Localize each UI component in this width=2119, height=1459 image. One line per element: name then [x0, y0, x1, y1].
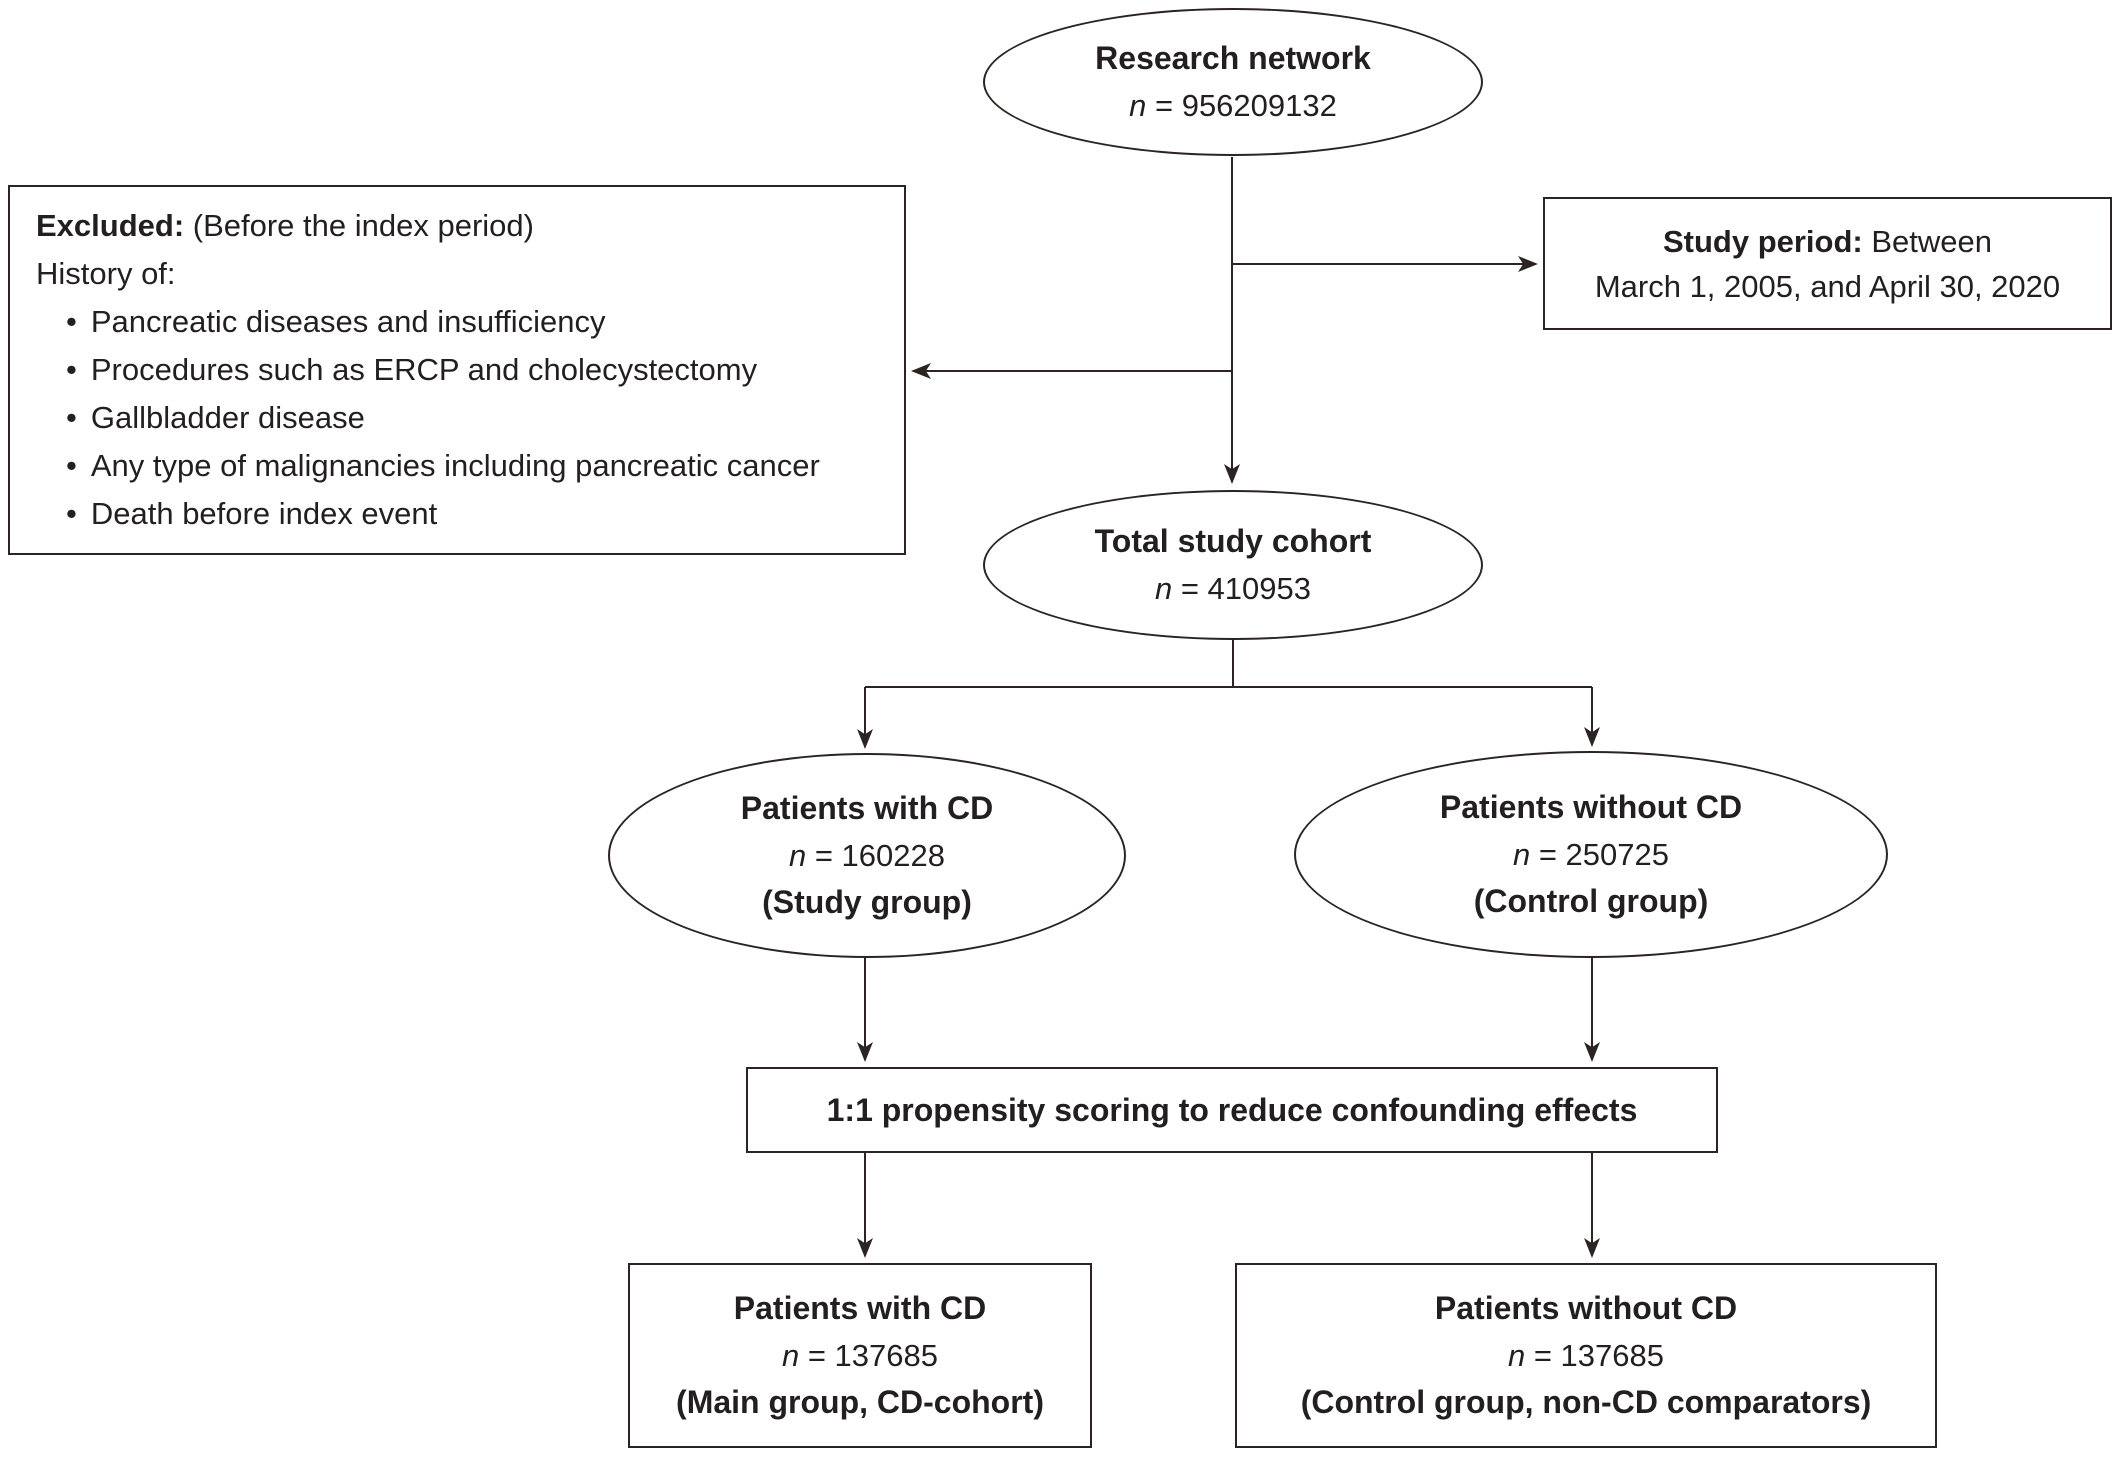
n-value: = 956209132: [1154, 88, 1337, 123]
study-period-label: Study period:: [1662, 223, 1863, 259]
n-symbol: n: [1507, 1338, 1526, 1373]
total-cohort-count: n = 410953: [1155, 565, 1311, 612]
node-research-network: Research network n = 956209132: [983, 8, 1483, 156]
excluded-item-text: Gallbladder disease: [90, 400, 365, 435]
excluded-item-text: Pancreatic diseases and insufficiency: [90, 304, 606, 339]
node-final-with-cd: Patients with CD n = 137685 (Main group,…: [628, 1263, 1092, 1448]
n-symbol: n: [1129, 88, 1147, 123]
node-patients-without-cd: Patients without CD n = 250725 (Control …: [1294, 751, 1888, 958]
n-value: = 137685: [1533, 1338, 1665, 1373]
n-symbol: n: [1154, 571, 1173, 606]
excluded-heading: Excluded: (Before the index period): [36, 202, 534, 250]
final-with-cd-subtitle: (Main group, CD-cohort): [676, 1384, 1044, 1420]
propensity-label: 1:1 propensity scoring to reduce confoun…: [826, 1091, 1638, 1128]
bullet-icon: •: [66, 352, 77, 387]
excluded-item: • Death before index event: [36, 490, 437, 538]
connector-cohort-split-bar: [865, 640, 1592, 688]
n-value: = 160228: [814, 838, 946, 873]
total-cohort-title: Total study cohort: [1094, 523, 1372, 559]
research-network-title: Research network: [1095, 40, 1371, 76]
bullet-icon: •: [66, 448, 77, 483]
excluded-item: • Procedures such as ERCP and cholecystec…: [36, 346, 757, 394]
n-symbol: n: [788, 838, 807, 873]
n-value: = 137685: [807, 1338, 939, 1373]
excluded-item: • Pancreatic diseases and insufficiency: [36, 298, 606, 346]
bullet-icon: •: [66, 496, 77, 531]
without-cd-title: Patients without CD: [1439, 789, 1743, 825]
with-cd-subtitle: (Study group): [762, 884, 972, 920]
without-cd-count: n = 250725: [1513, 831, 1669, 878]
excluded-item: • Any type of malignancies including panc…: [36, 442, 820, 490]
bullet-icon: •: [66, 400, 77, 435]
final-without-cd-subtitle: (Control group, non-CD comparators): [1300, 1384, 1872, 1420]
node-excluded: Excluded: (Before the index period) Hist…: [8, 185, 906, 555]
node-total-study-cohort: Total study cohort n = 410953: [983, 490, 1483, 640]
n-value: = 250725: [1538, 837, 1670, 872]
n-symbol: n: [781, 1338, 800, 1373]
final-with-cd-title: Patients with CD: [733, 1290, 987, 1326]
with-cd-count: n = 160228: [789, 832, 945, 879]
node-propensity-scoring: 1:1 propensity scoring to reduce confoun…: [746, 1067, 1718, 1153]
with-cd-title: Patients with CD: [740, 790, 994, 826]
excluded-heading-bold: Excluded:: [36, 208, 185, 243]
study-period-line1: Study period: Between: [1663, 219, 1992, 264]
excluded-item-text: Any type of malignancies including pancr…: [90, 448, 820, 483]
node-patients-with-cd: Patients with CD n = 160228 (Study group…: [608, 753, 1126, 958]
excluded-subheading: History of:: [36, 256, 176, 291]
excluded-item-text: Death before index event: [90, 496, 438, 531]
bullet-icon: •: [66, 304, 77, 339]
node-final-without-cd: Patients without CD n = 137685 (Control …: [1235, 1263, 1937, 1448]
final-without-cd-title: Patients without CD: [1434, 1290, 1738, 1326]
without-cd-subtitle: (Control group): [1473, 883, 1709, 919]
study-period-line2: March 1, 2005, and April 30, 2020: [1594, 268, 2061, 304]
excluded-heading-rest: (Before the index period): [184, 208, 534, 243]
research-network-count: n = 956209132: [1129, 82, 1337, 129]
excluded-item-text: Procedures such as ERCP and cholecystect…: [90, 352, 758, 387]
final-with-cd-count: n = 137685: [782, 1332, 938, 1379]
final-without-cd-count: n = 137685: [1508, 1332, 1664, 1379]
n-symbol: n: [1512, 837, 1531, 872]
study-period-rest: Between: [1862, 223, 1993, 259]
excluded-item: • Gallbladder disease: [36, 394, 365, 442]
n-value: = 410953: [1180, 571, 1312, 606]
node-study-period: Study period: Between March 1, 2005, and…: [1543, 197, 2112, 330]
